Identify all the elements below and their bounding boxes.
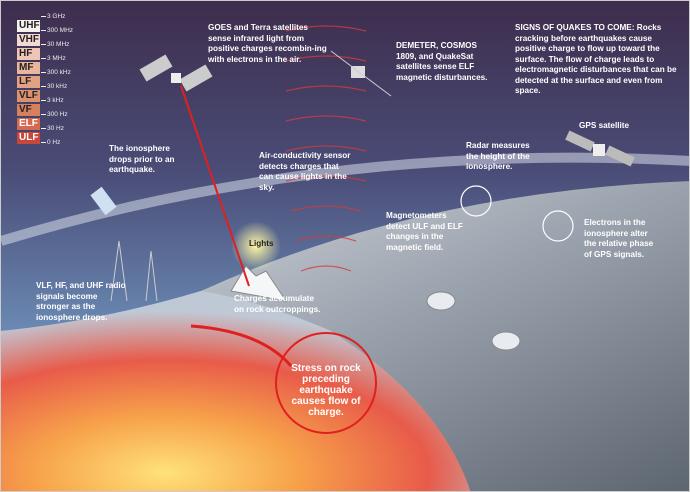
freq-label: 300 Hz bbox=[41, 111, 68, 119]
band-hf: HF bbox=[17, 48, 40, 60]
freq-label: 300 kHz bbox=[41, 69, 71, 77]
band-uhf: UHF bbox=[17, 20, 40, 32]
intro-text: SIGNS OF QUAKES TO COME: Rocks cracking … bbox=[515, 23, 677, 95]
earth-cross-section bbox=[1, 291, 471, 491]
band-vf: VF bbox=[17, 104, 40, 116]
stress-callout-circle bbox=[275, 332, 377, 434]
electrons-label: Electrons in the ionosphere alter the re… bbox=[584, 218, 654, 259]
gps-satellite bbox=[565, 130, 635, 167]
band-vlf: VLF bbox=[17, 90, 40, 102]
ionosphere-drop-label: The ionosphere drops prior to an earthqu… bbox=[109, 144, 175, 174]
gps-satellite-label: GPS satellite bbox=[579, 121, 630, 130]
freq-label: 3 kHz bbox=[41, 97, 64, 105]
highlight-circles bbox=[460, 185, 574, 242]
stress-label: Stress on rock preceding earthquake caus… bbox=[291, 363, 361, 418]
magnetometers-label: Magnetometers detect ULF and ELF changes… bbox=[386, 211, 463, 252]
radar-dishes bbox=[426, 291, 521, 351]
ionosphere-drop-arrow bbox=[90, 186, 117, 216]
band-lf: LF bbox=[17, 76, 40, 88]
band-mf: MF bbox=[17, 62, 40, 74]
freq-label: 3 MHz bbox=[41, 55, 66, 63]
band-elf: ELF bbox=[17, 118, 40, 130]
freq-label: 30 Hz bbox=[41, 125, 64, 133]
band-ulf: ULF bbox=[17, 132, 40, 144]
goes-satellite bbox=[139, 54, 213, 92]
elf-wave-arcs bbox=[285, 25, 367, 272]
radio-signals-label: VLF, HF, and UHF radio signals become st… bbox=[36, 281, 126, 322]
band-vhf: VHF bbox=[17, 34, 40, 46]
infrared-beam bbox=[180, 85, 250, 287]
ionosphere-layer bbox=[1, 152, 689, 246]
demeter-satellite bbox=[330, 50, 392, 97]
freq-label: 3 GHz bbox=[41, 13, 65, 21]
charge-flow-arrow bbox=[190, 324, 293, 367]
sky-lights-glow bbox=[231, 221, 281, 271]
freq-label: 30 kHz bbox=[41, 83, 67, 91]
goes-label: GOES and Terra satellites sense infrared… bbox=[208, 23, 327, 64]
demeter-label: DEMETER, COSMOS 1809, and QuakeSat satel… bbox=[396, 41, 488, 82]
air-conductivity-label: Air-conductivity sensor detects charges … bbox=[259, 151, 351, 192]
radar-label: Radar measures the height of the ionosph… bbox=[466, 141, 530, 171]
freq-label: 300 MHz bbox=[41, 27, 73, 35]
charges-label: Charges accumulate on rock outcroppings. bbox=[234, 294, 321, 314]
freq-label: 30 MHz bbox=[41, 41, 69, 49]
lights-label: Lights bbox=[249, 239, 274, 248]
freq-label: 0 Hz bbox=[41, 139, 60, 147]
radio-towers bbox=[110, 240, 158, 302]
